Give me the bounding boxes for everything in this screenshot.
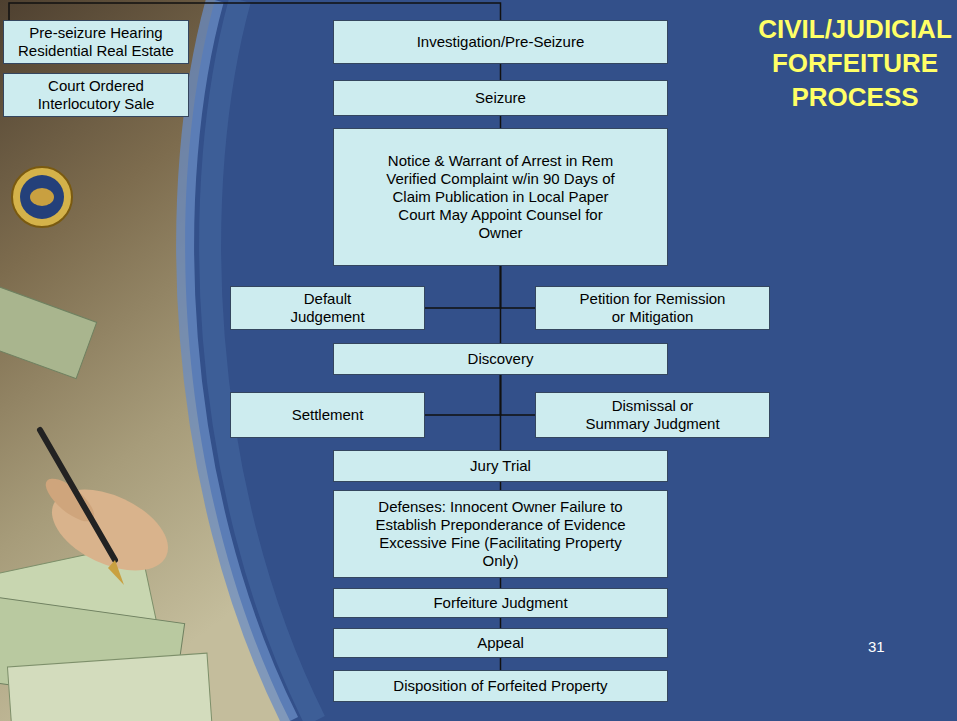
- box-text: Dismissal or Summary Judgment: [581, 397, 725, 433]
- seal-eagle: [30, 188, 54, 206]
- process-box: Notice & Warrant of Arrest in Rem Verifi…: [333, 128, 668, 266]
- box-text: Disposition of Forfeited Property: [393, 677, 607, 695]
- box-text: Jury Trial: [470, 457, 531, 475]
- pen: [40, 430, 115, 560]
- process-box: Defenses: Innocent Owner Failure to Esta…: [333, 490, 668, 578]
- seal-center: [20, 175, 64, 219]
- process-box: Dismissal or Summary Judgment: [535, 392, 770, 438]
- seal-ring: [12, 167, 72, 227]
- connector-line: [500, 64, 502, 80]
- box-text: Forfeiture Judgment: [433, 594, 567, 612]
- process-box: Pre-seizure Hearing Residential Real Est…: [3, 20, 189, 64]
- process-box: Investigation/Pre-Seizure: [333, 20, 668, 64]
- connector-line: [501, 266, 536, 308]
- connector-line: [500, 618, 502, 628]
- banknote: [7, 653, 212, 721]
- connector-line: [500, 658, 502, 670]
- connector-line: [500, 116, 502, 128]
- process-box: Settlement: [230, 392, 425, 438]
- box-text: Court Ordered Interlocutory Sale: [10, 77, 182, 113]
- process-box: Jury Trial: [333, 450, 668, 482]
- hand-with-pen: [39, 430, 180, 587]
- box-text: Seizure: [475, 89, 526, 107]
- slide-title: CIVIL/JUDICIAL FORFEITURE PROCESS: [755, 12, 955, 114]
- connector-line: [500, 578, 502, 588]
- process-box: Default Judgement: [230, 286, 425, 330]
- process-box: Seizure: [333, 80, 668, 116]
- pen-nib: [108, 560, 124, 585]
- box-text: Discovery: [468, 350, 534, 368]
- process-box: Forfeiture Judgment: [333, 588, 668, 618]
- process-box: Discovery: [333, 343, 668, 375]
- connector-line: [9, 3, 501, 20]
- page-number: 31: [868, 638, 885, 656]
- connector-line: [500, 266, 502, 343]
- box-text: Defenses: Innocent Owner Failure to Esta…: [366, 498, 636, 570]
- connector-line: [500, 375, 502, 450]
- box-text: Appeal: [477, 634, 524, 652]
- box-text: Default Judgement: [273, 290, 383, 326]
- connector-line: [501, 375, 536, 415]
- connector-line: [425, 375, 501, 415]
- doj-seal: [12, 167, 72, 227]
- box-text: Settlement: [292, 406, 364, 424]
- banknote: [0, 281, 97, 378]
- box-text: Investigation/Pre-Seizure: [417, 33, 585, 51]
- process-box: Court Ordered Interlocutory Sale: [3, 73, 189, 117]
- process-box: Appeal: [333, 628, 668, 658]
- curved-band: [210, 0, 315, 721]
- process-box: Disposition of Forfeited Property: [333, 670, 668, 702]
- connector-line: [500, 482, 502, 490]
- box-text: Petition for Remission or Mitigation: [575, 290, 730, 326]
- box-text: Notice & Warrant of Arrest in Rem Verifi…: [376, 152, 626, 242]
- connector-line: [425, 266, 501, 308]
- box-text: Pre-seizure Hearing Residential Real Est…: [10, 24, 182, 60]
- process-box: Petition for Remission or Mitigation: [535, 286, 770, 330]
